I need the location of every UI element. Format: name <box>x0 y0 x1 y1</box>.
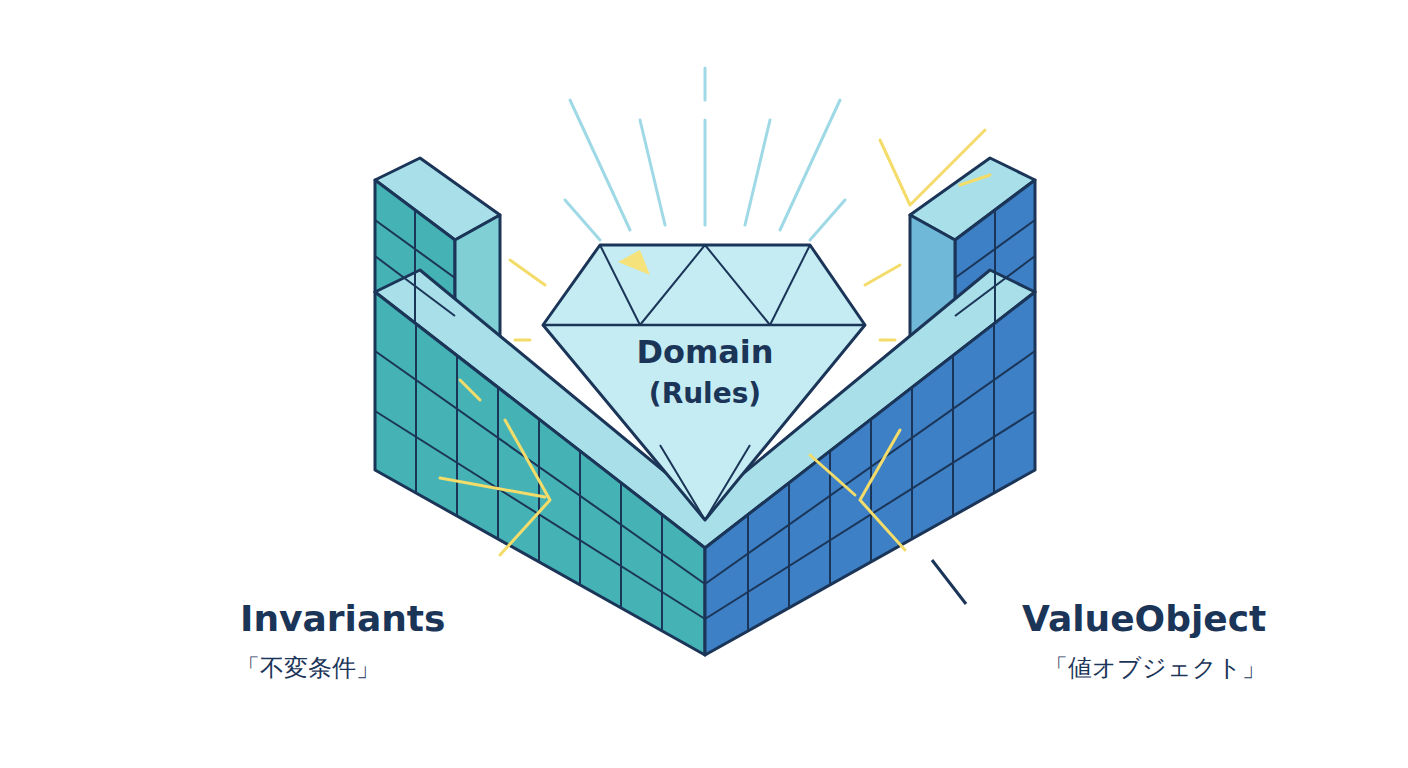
node-subheading: (Rules) <box>628 376 782 411</box>
part-label-japanese: 「値オブジェクト」 <box>1044 652 1266 684</box>
domain-diamond: Domain (Rules) <box>628 332 782 411</box>
part-label: ValueObject <box>1022 598 1266 639</box>
part-label-japanese: 「不変条件」 <box>236 652 380 684</box>
node-heading: Domain <box>628 332 782 372</box>
part-label: Invariants <box>240 598 445 639</box>
